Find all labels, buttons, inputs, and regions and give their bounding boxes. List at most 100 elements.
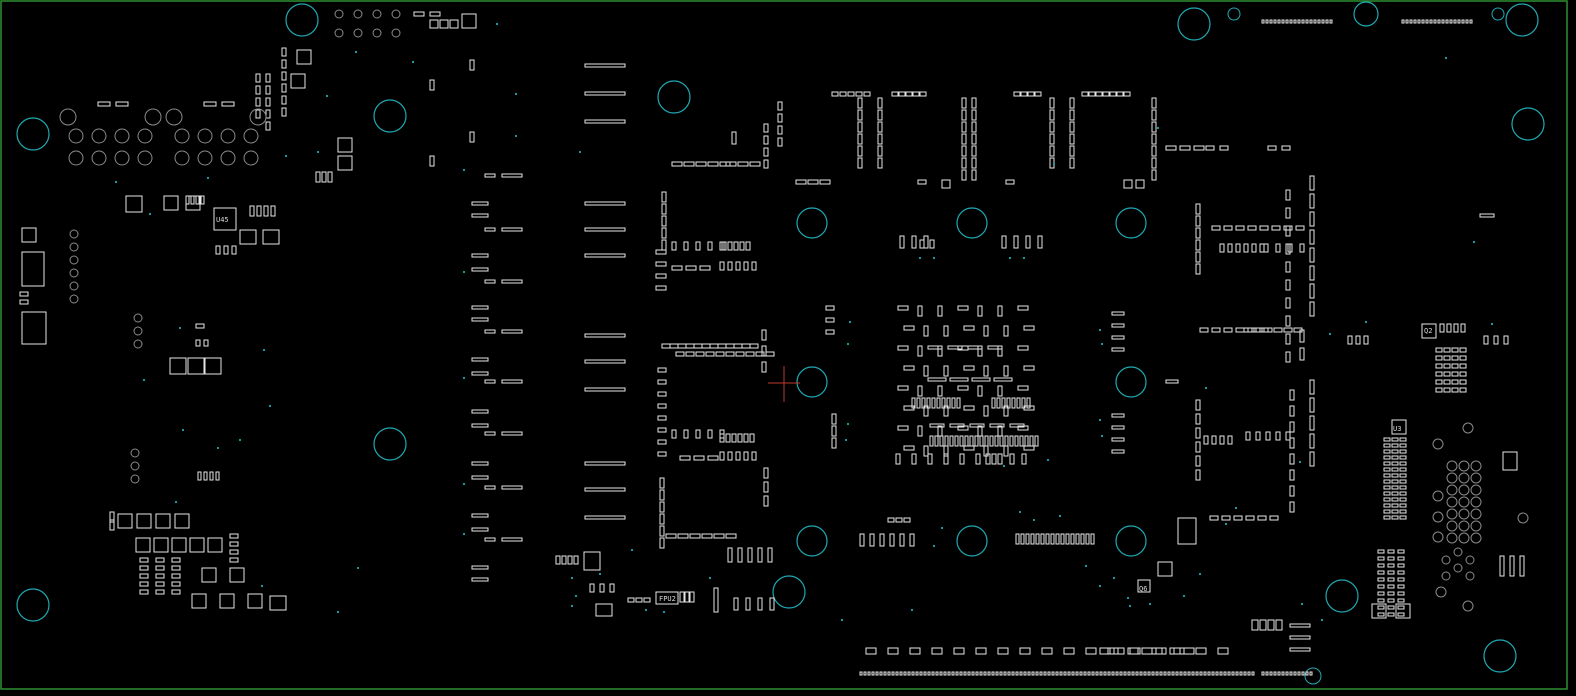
smd-pad [1111,323,1125,328]
through-hole-pad [133,313,143,323]
smd-pad [735,261,741,271]
via [148,212,152,216]
smd-pad [229,557,239,563]
smd-pad [939,671,943,676]
smd-pad [1285,225,1291,237]
smd-pad [1281,671,1285,676]
smd-pad [1069,145,1075,157]
smd-pad [1399,467,1407,472]
smd-pad [584,333,626,338]
smd-pad [709,343,719,349]
smd-pad [1399,437,1407,442]
smd-pad [1449,19,1453,24]
smd-pad [256,205,262,217]
smd-pad [1023,325,1035,331]
smd-pad [1383,485,1391,490]
smd-pad [555,555,561,565]
smd-pad [584,91,626,96]
smd-pad [1195,671,1199,676]
smd-pad [907,671,911,676]
smd-pad [1041,647,1053,655]
smd-pad [1269,515,1279,521]
smd-pad [1116,91,1124,97]
smd-pad [1451,387,1459,393]
smd-pad [1251,671,1255,676]
smd-pad [1275,619,1283,631]
smd-pad [185,195,190,205]
through-hole-pad [165,108,183,126]
smd-pad [997,453,1003,465]
smd-pad [1223,225,1233,231]
smd-pad [1111,437,1125,442]
smd-pad [584,515,626,520]
smd-pad [891,91,899,97]
smd-pad [1289,19,1293,24]
via [262,348,266,352]
smd-pad [895,671,899,676]
through-hole-pad [334,9,344,19]
smd-pad [707,241,713,251]
smd-pad [1227,671,1231,676]
smd-pad [1383,461,1391,466]
smd-pad [195,323,205,329]
smd-pad [1099,647,1111,655]
smd-pad [1363,335,1369,345]
via [354,50,358,54]
smd-pad [995,671,999,676]
smd-pad [987,671,991,676]
smd-pad [1067,671,1071,676]
smd-pad [1299,329,1305,343]
smd-pad [733,241,739,251]
smd-pad [1137,579,1151,593]
smd-pad [1397,556,1405,561]
via [1100,342,1104,346]
smd-pad [863,671,867,676]
smd-pad [1451,355,1459,361]
smd-pad [1355,335,1361,345]
smd-pad [1055,671,1059,676]
smd-pad [863,91,871,97]
smd-pad [1281,19,1285,24]
smd-pad [963,671,967,676]
smd-pad [281,47,287,57]
smd-pad [1399,473,1407,478]
smd-pad [675,351,685,357]
through-hole-pad [372,28,382,38]
smd-pad [877,133,883,145]
smd-pad [807,179,819,185]
smd-pad [1271,225,1281,231]
through-hole-pad [1453,547,1463,557]
smd-pad [1383,473,1391,478]
smd-pad [941,397,946,409]
via [844,438,848,442]
via [462,376,466,380]
smd-pad [971,97,977,109]
smd-pad [839,91,847,97]
smd-pad [1103,671,1107,676]
smd-pad [951,671,955,676]
smd-pad [429,19,439,29]
through-hole-pad [353,9,363,19]
smd-pad [1063,671,1067,676]
mounting-holes [16,1,1545,685]
smd-pad [1243,327,1253,333]
smd-pad [1309,211,1315,227]
smd-pad [967,671,971,676]
smd-pad [929,423,945,428]
smd-pad [1195,427,1201,439]
via [238,438,242,442]
smd-pad [21,311,47,345]
mounting-hole [657,80,691,114]
smd-pad [1071,671,1075,676]
smd-pad [1139,671,1143,676]
smd-pad [1265,671,1269,676]
smd-pad [1195,263,1201,275]
smd-pad [429,79,435,91]
smd-pad [927,453,933,465]
via [206,176,210,180]
mounting-hole [373,427,407,461]
smd-pad [719,451,725,461]
smd-pad [677,343,687,349]
